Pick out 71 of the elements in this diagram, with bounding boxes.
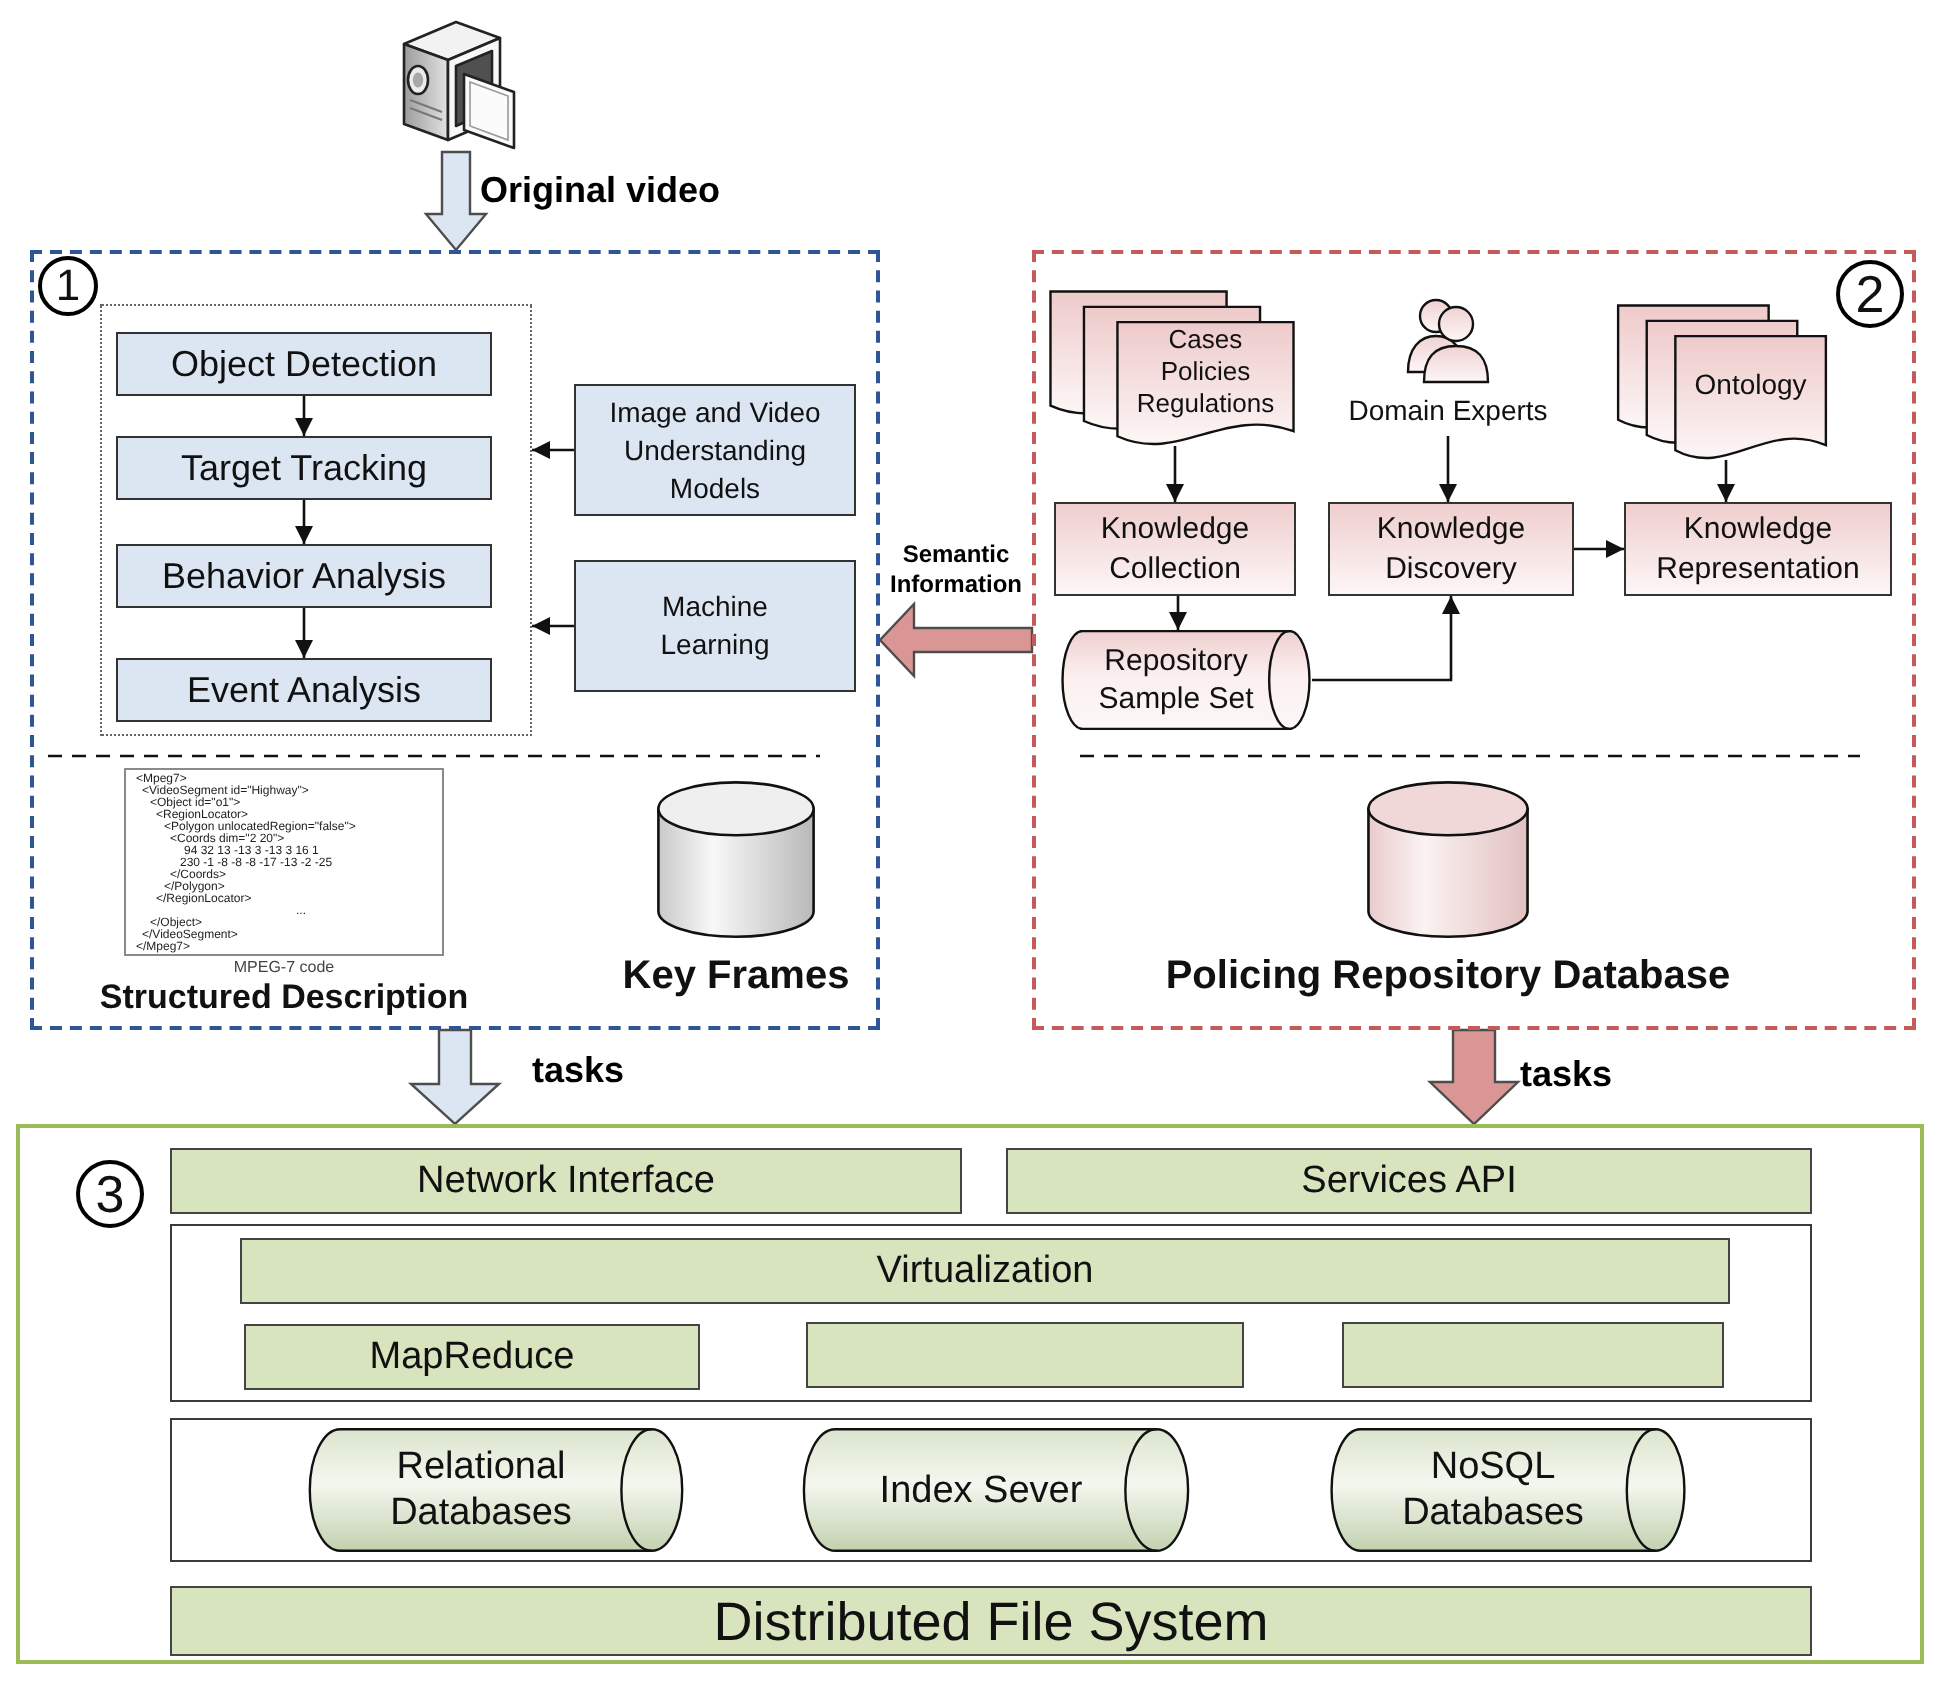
figure-label: Domain Experts: [1348, 392, 1548, 428]
circled-number: 1: [38, 256, 98, 316]
arrow: [295, 500, 313, 544]
arrow: [1166, 446, 1184, 502]
dashed-frame: [30, 250, 880, 1030]
box-label: Distributed File System: [713, 1589, 1269, 1653]
document-label: Cases: [1168, 324, 1243, 357]
process-box: [574, 560, 856, 692]
box-label: Event Analysis: [186, 668, 422, 712]
cylinder-label: Relational Databases: [388, 1444, 574, 1536]
layer-frame: [16, 1124, 1924, 1664]
edge-label: tasks: [532, 1048, 625, 1092]
dashed-frame: [1032, 250, 1916, 1030]
box-label: Object Detection: [170, 342, 438, 386]
layer-panel: [170, 1224, 1812, 1402]
layer-bar: [170, 1148, 962, 1214]
box-label: Image and Video Understanding Models: [607, 393, 823, 507]
process-box: [116, 544, 492, 608]
box-label: Target Tracking: [180, 446, 428, 490]
block-arrow: [407, 1028, 503, 1126]
box-label: Knowledge Discovery: [1374, 509, 1528, 589]
box-label: Behavior Analysis: [161, 554, 447, 598]
edge-label: Original video: [480, 168, 721, 212]
layer-bar: [244, 1324, 700, 1390]
box-label: Machine Learning: [658, 588, 772, 664]
layer-bar: [1006, 1148, 1812, 1214]
arrow: [1439, 436, 1457, 502]
figure-label: Policing Repository Database: [1165, 952, 1731, 1000]
layer-bar: [240, 1238, 1730, 1304]
box-label: MapReduce: [369, 1333, 575, 1381]
arrow: [1717, 460, 1735, 502]
arrow: [532, 617, 574, 635]
box-label: Knowledge Collection: [1098, 509, 1252, 589]
box-label: Network Interface: [417, 1157, 715, 1205]
process-box: [116, 658, 492, 722]
block-arrow: [1427, 1028, 1521, 1126]
figure-label: Key Frames: [622, 952, 850, 1000]
arrow: [1574, 540, 1624, 558]
process-box: [1054, 502, 1296, 596]
cylinder-label: Repository Sample Set: [1096, 642, 1256, 718]
process-box: [1624, 502, 1892, 596]
process-box: [574, 384, 856, 516]
dotted-frame: [100, 304, 532, 736]
circled-number: 3: [76, 1160, 144, 1228]
document-label: Policies: [1160, 356, 1251, 389]
arrow: [532, 441, 574, 459]
document-label: Regulations: [1136, 388, 1275, 421]
arrow: [1312, 596, 1460, 682]
cylinder-label: Index Sever: [879, 1467, 1083, 1513]
figure-label: Structured Description: [99, 978, 469, 1018]
layer-panel: [170, 1418, 1812, 1562]
edge-label: Semantic Information: [888, 540, 1024, 600]
process-box: [1328, 502, 1574, 596]
arrow: [295, 396, 313, 436]
layer-bar: [806, 1322, 1244, 1388]
box-label: Services API: [1301, 1157, 1517, 1205]
block-arrow: [878, 601, 1034, 679]
document-label: Ontology: [1694, 365, 1807, 402]
block-arrow: [423, 150, 489, 252]
figure-label: MPEG-7 code: [233, 958, 335, 978]
layer-bar: [1342, 1322, 1724, 1388]
circled-number: 2: [1836, 260, 1904, 328]
cylinder-label: NoSQL Databases: [1400, 1444, 1586, 1536]
arrow: [295, 608, 313, 658]
box-label: Virtualization: [876, 1247, 1094, 1295]
process-box: [116, 436, 492, 500]
arrow: [1169, 596, 1187, 630]
box-label: Knowledge Representation: [1654, 509, 1862, 589]
process-box: [116, 332, 492, 396]
layer-bar: [170, 1586, 1812, 1656]
edge-label: tasks: [1520, 1052, 1613, 1096]
